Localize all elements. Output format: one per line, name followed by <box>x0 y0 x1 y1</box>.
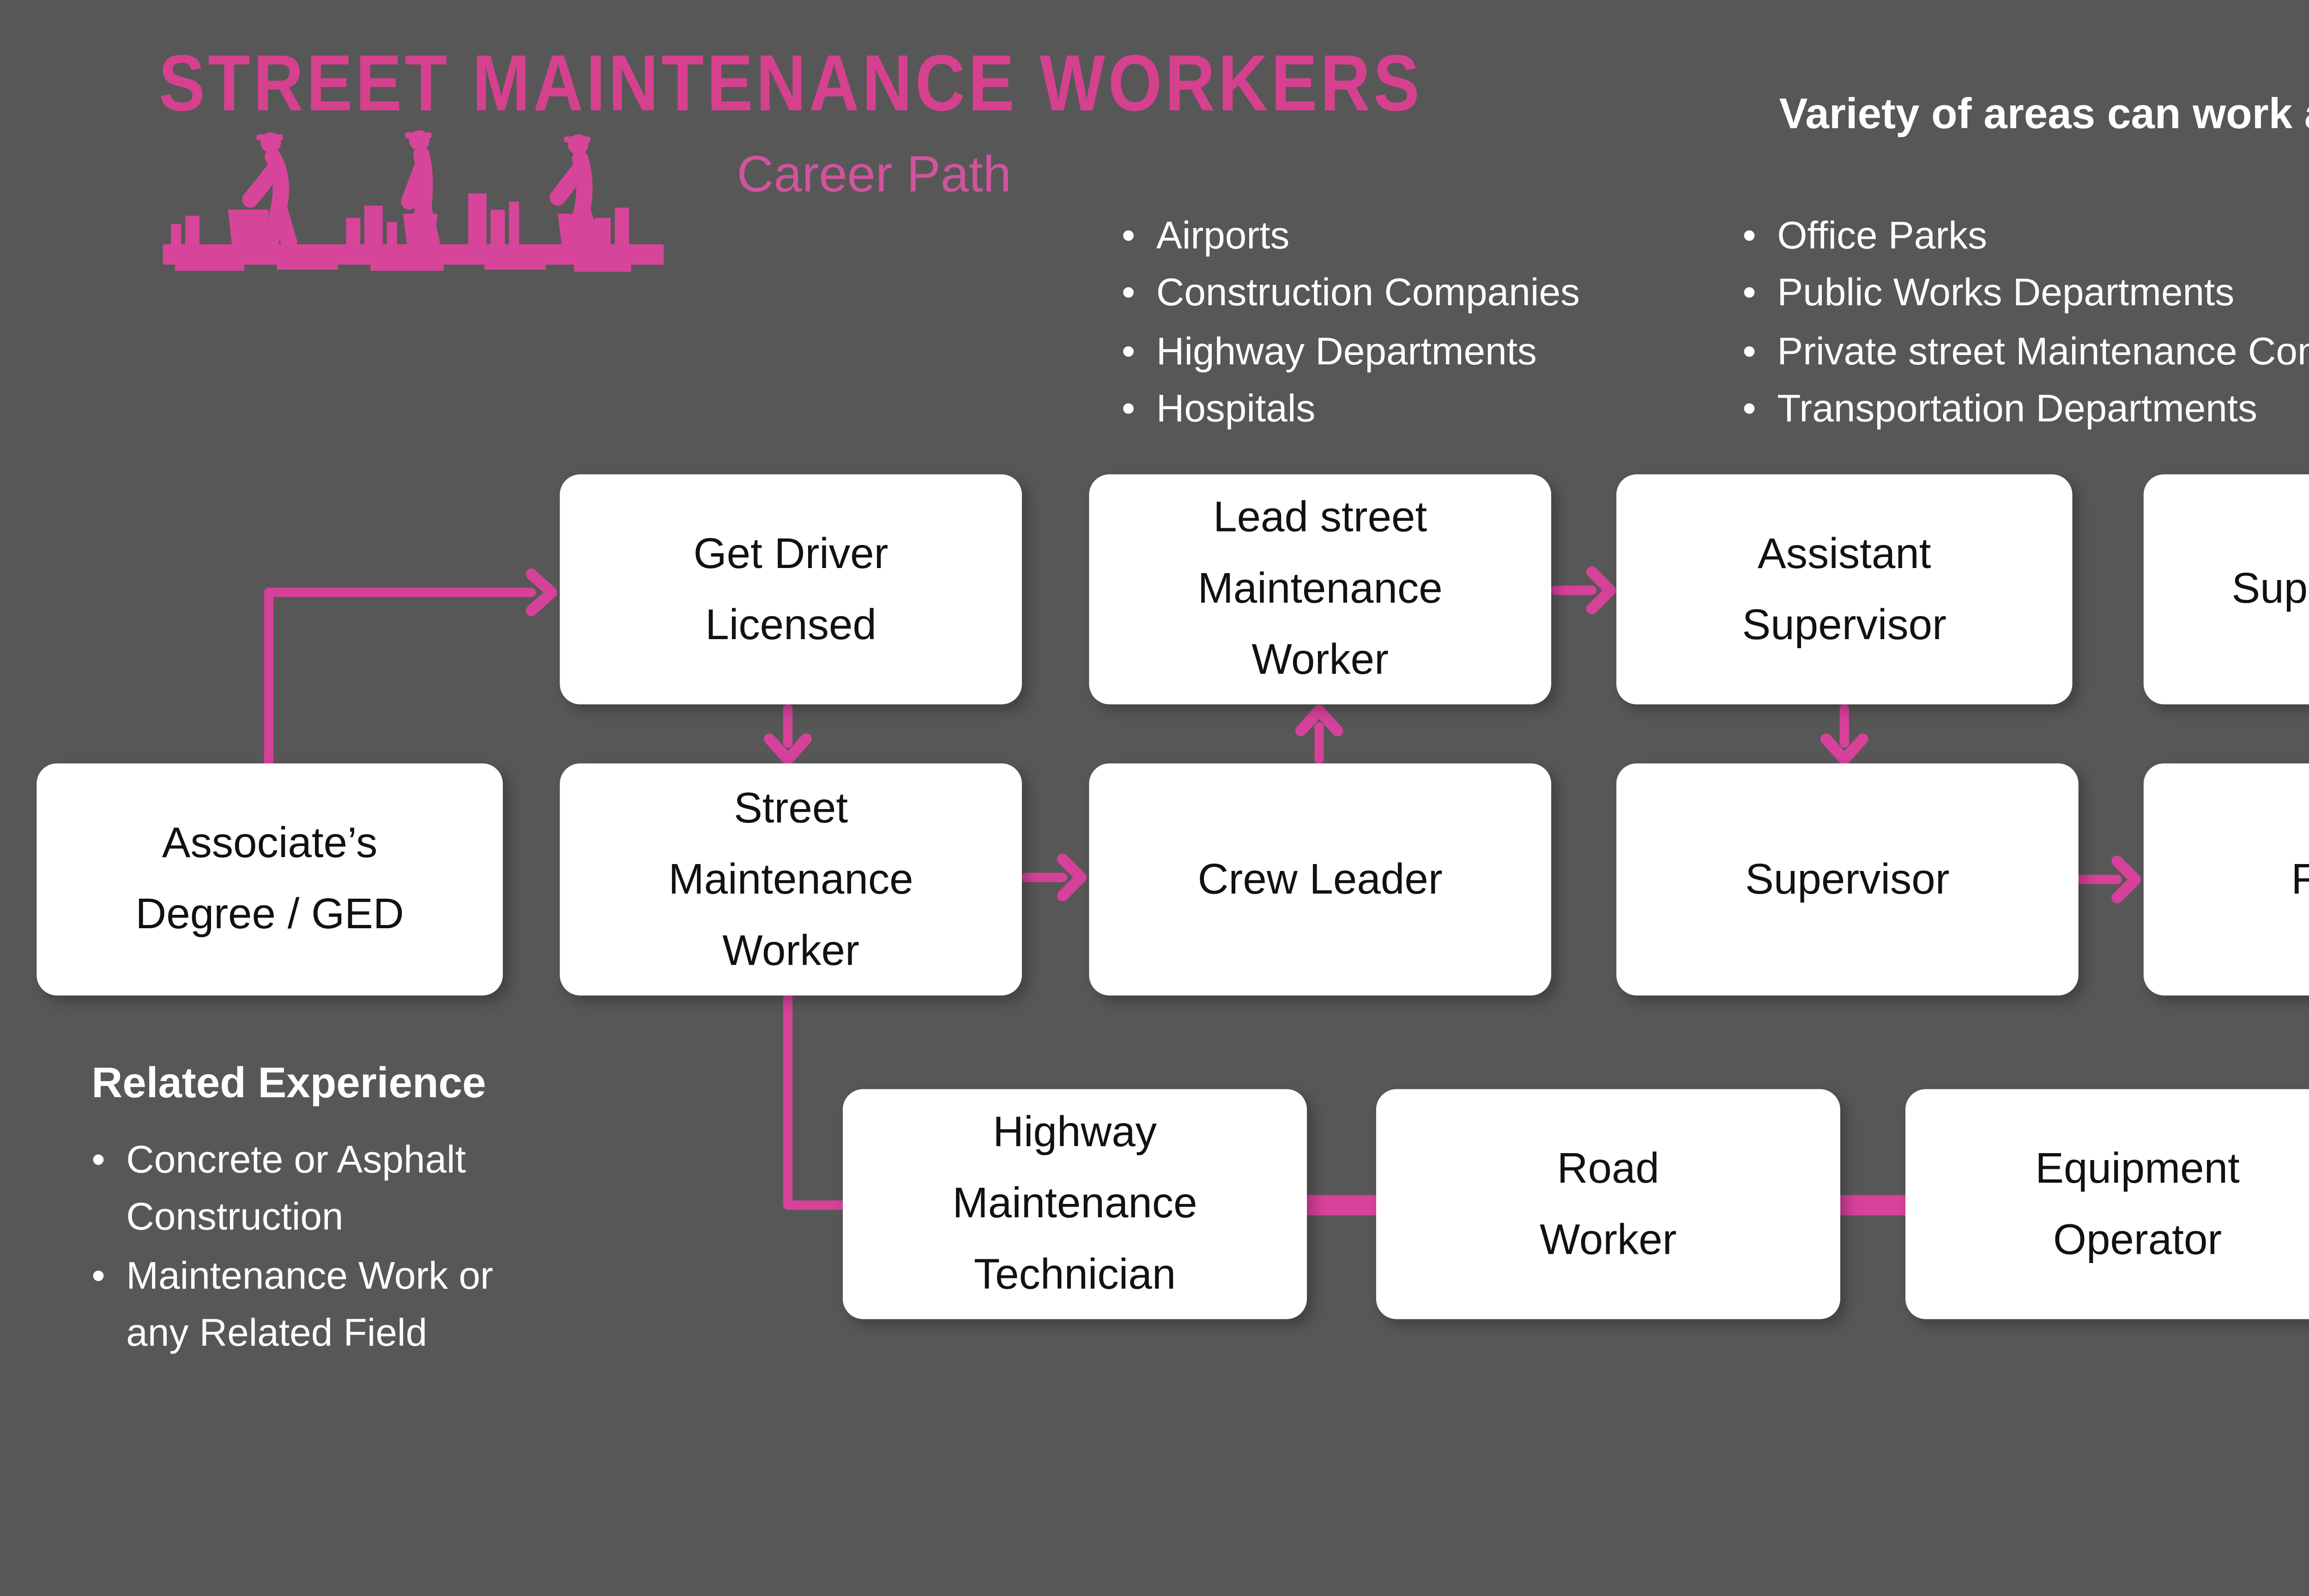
flow-node-label: Road Worker <box>1540 1145 1677 1264</box>
arrow-assistant-supervisor-to-supervisor <box>1820 703 1868 765</box>
flow-node-label: Lead street Maintenance Worker <box>1197 495 1443 684</box>
flow-node-get-driver-licensed: Get Driver Licensed <box>560 474 1022 705</box>
flow-node-crew-leader: Crew Leader <box>1089 763 1552 996</box>
area-item: Highway Departments <box>1122 325 1732 384</box>
flow-node-label: Foreman <box>2291 844 2309 915</box>
street-workers-illustration-icon <box>163 130 664 272</box>
related-experience-item: Maintenance Work or any Related Field <box>91 1250 523 1365</box>
arrow-lead-street-to-assistant-supervisor <box>1550 566 1616 615</box>
flow-node-equipment-operator: Equipment Operator <box>1905 1089 2309 1319</box>
connector-street-maintenance-worker-to-highway-technician <box>783 991 846 1210</box>
flow-node-label: Supervisor <box>1745 856 1950 903</box>
career-path-subtitle: Career Path <box>737 146 1011 204</box>
flow-node-label: Crew Leader <box>1197 856 1443 903</box>
arrow-associates-to-get-driver <box>264 568 557 770</box>
flow-node-supervisor: Supervisor <box>1616 763 2079 996</box>
flow-node-label: Equipment Operator <box>2035 1145 2240 1264</box>
page-title: STREET MAINTENANCE WORKERS <box>158 40 1423 129</box>
areas-column-1: Airports Construction Companies Highway … <box>1122 210 1732 442</box>
flow-node-label: Superintendent <box>2231 566 2309 613</box>
area-item: Construction Companies <box>1122 267 1732 326</box>
area-item: Public Works Departments <box>1742 267 2309 326</box>
flow-node-label: Get Driver Licensed <box>693 530 889 649</box>
arrow-street-maintenance-worker-to-crew-leader <box>1021 853 1087 901</box>
arrow-crew-leader-to-lead-street <box>1295 705 1343 764</box>
flow-node-label: Associate’s Degree / GED <box>135 820 404 939</box>
area-item: Transportation Departments <box>1742 383 2309 442</box>
areas-heading: Variety of areas can work at: <box>1779 91 2309 139</box>
flow-node-highway-maintenance-technician: Highway Maintenance Technician <box>842 1089 1307 1319</box>
areas-column-2: Office Parks Public Works Departments Pr… <box>1742 210 2309 442</box>
flow-node-label: Street Maintenance Worker <box>668 785 913 974</box>
related-experience-list: Concrete or Asphalt Construction Mainten… <box>91 1134 523 1365</box>
flow-node-assistant-supervisor: Assistant Supervisor <box>1616 474 2073 705</box>
related-experience-heading: Related Experience <box>91 1060 486 1108</box>
area-item: Private street Maintenance Companies <box>1742 325 2309 384</box>
flow-node-label: Highway Maintenance Technician <box>952 1109 1197 1299</box>
related-experience-item: Concrete or Asphalt Construction <box>91 1134 523 1249</box>
flow-node-label: Assistant Supervisor <box>1742 530 1947 649</box>
flow-node-road-worker: Road Worker <box>1376 1089 1841 1319</box>
arrow-get-driver-to-street-maintenance-worker <box>764 703 812 765</box>
area-item: Hospitals <box>1122 383 1732 442</box>
flow-node-foreman: Foreman <box>2143 763 2309 996</box>
flow-node-associates-degree-ged: Associate’s Degree / GED <box>36 763 503 996</box>
area-item: Office Parks <box>1742 210 2309 268</box>
area-item: Airports <box>1122 210 1732 268</box>
flow-node-lead-street-maintenance-worker: Lead street Maintenance Worker <box>1089 474 1552 705</box>
arrow-supervisor-to-foreman <box>2073 855 2141 904</box>
flow-node-superintendent: Superintendent <box>2143 474 2309 705</box>
flow-node-street-maintenance-worker: Street Maintenance Worker <box>560 763 1022 996</box>
